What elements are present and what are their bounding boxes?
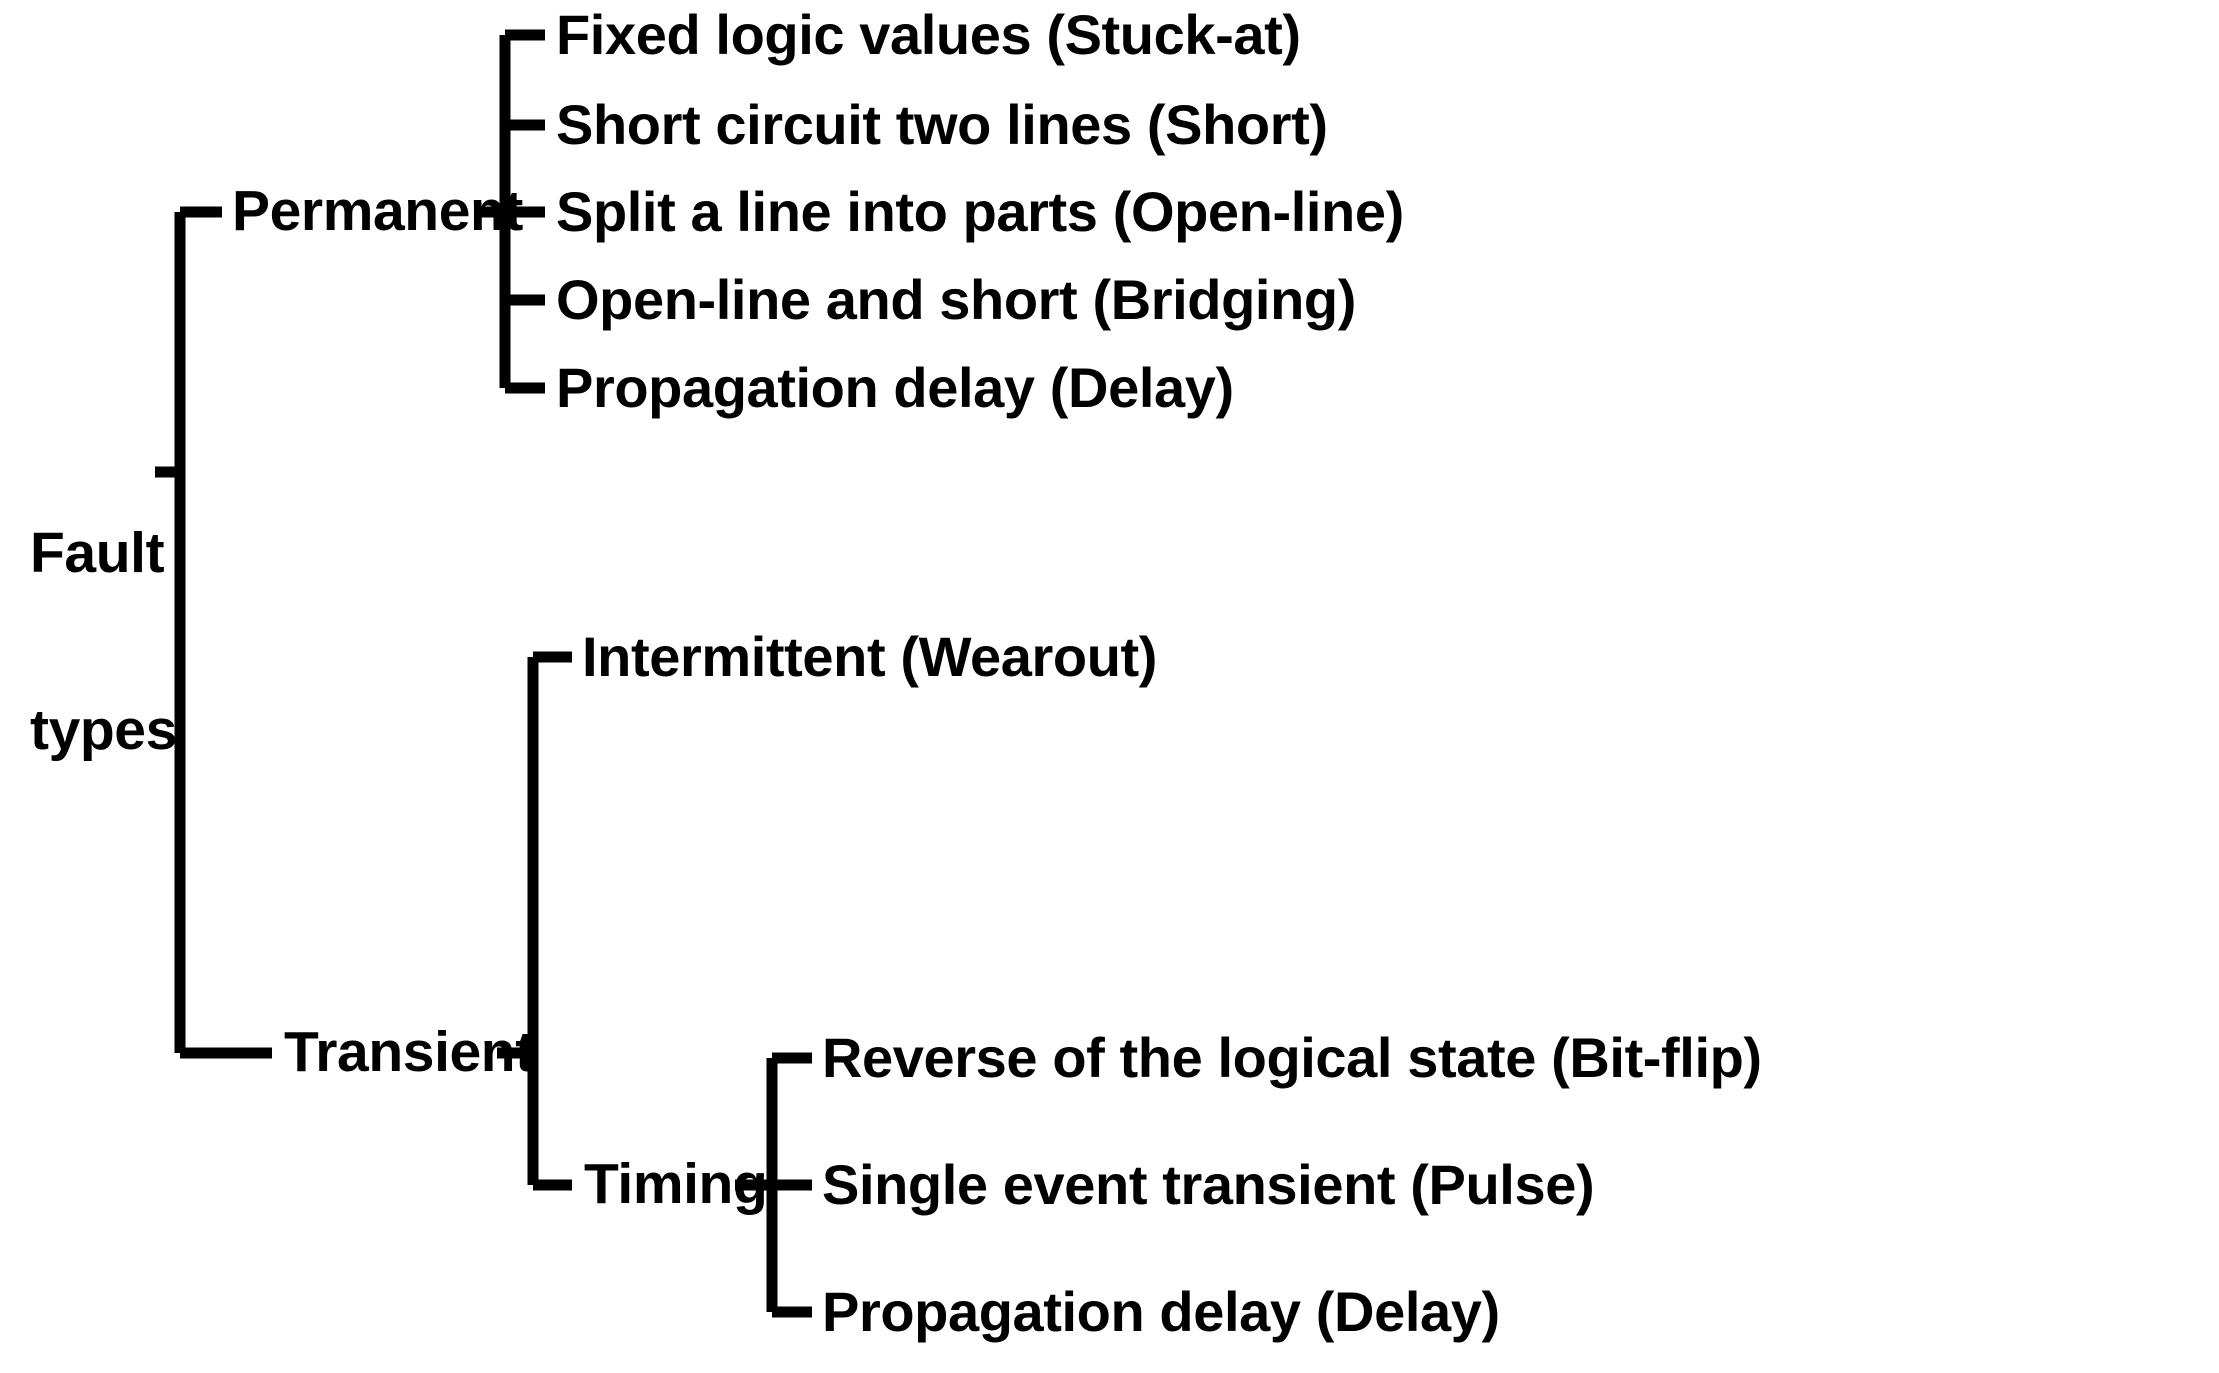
node-permanent: Permanent [232,179,524,243]
node-timing-delay: Propagation delay (Delay) [822,1280,1500,1343]
node-open-line: Split a line into parts (Open-line) [556,180,1404,243]
node-pulse: Single event transient (Pulse) [822,1153,1595,1216]
node-intermittent: Intermittent (Wearout) [582,625,1158,688]
node-bit-flip: Reverse of the logical state (Bit-flip) [822,1026,1762,1089]
node-root-line1: Fault [30,520,165,585]
node-timing: Timing [584,1152,768,1216]
node-short: Short circuit two lines (Short) [556,93,1328,156]
node-permanent-delay: Propagation delay (Delay) [556,356,1234,419]
node-bridging: Open-line and short (Bridging) [556,268,1356,331]
node-root: Fault types [30,405,177,879]
node-transient: Transient [284,1020,534,1084]
node-stuck-at: Fixed logic values (Stuck-at) [556,3,1301,66]
node-root-line2: types [30,698,177,763]
